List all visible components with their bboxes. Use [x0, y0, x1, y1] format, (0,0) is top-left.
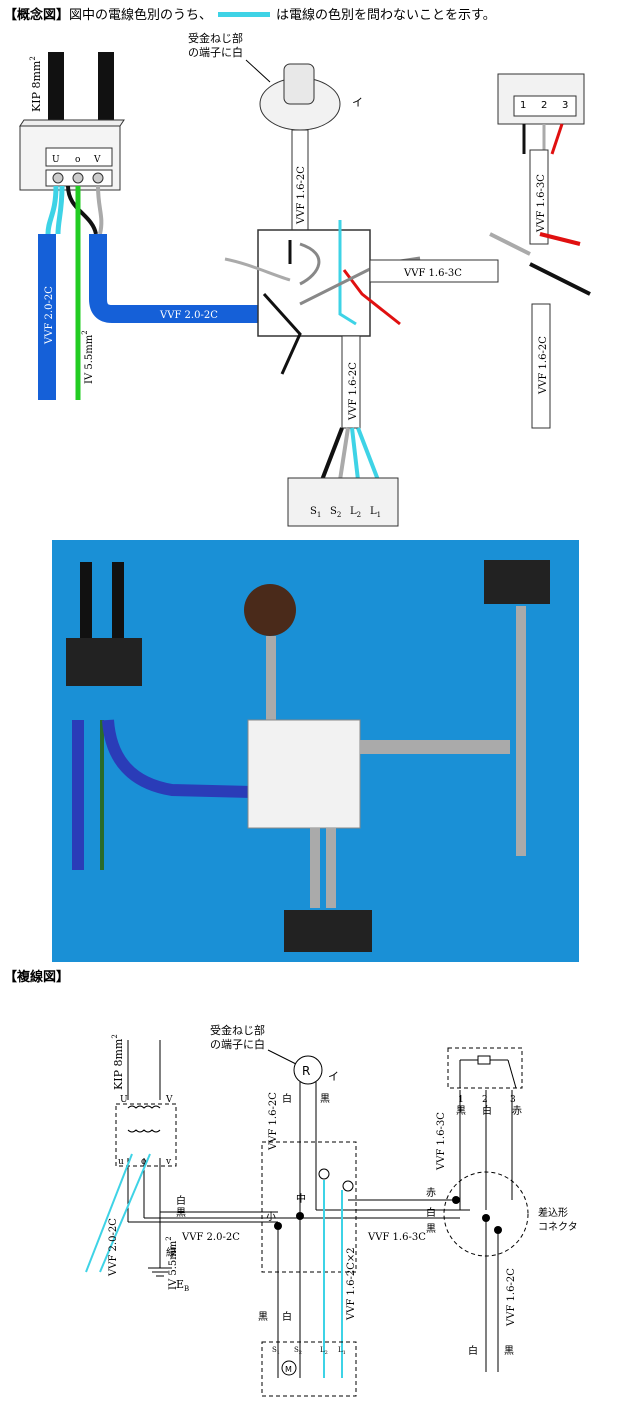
lamp-label: イ	[352, 96, 363, 109]
w-naka: 中	[296, 1192, 306, 1205]
w-transformer-box	[115, 1103, 177, 1167]
vvf16-right-label: VVF 1.6-2C	[538, 336, 549, 395]
w-motor-circle	[281, 1360, 297, 1376]
w-white-4: 白	[482, 1104, 492, 1117]
lamp-note-1: 受金ねじ部	[188, 31, 243, 45]
w-eb-label: EB	[176, 1278, 189, 1293]
w-sho: 小	[266, 1211, 276, 1223]
vvf20-bend-cable	[89, 234, 258, 323]
w-tr-bot-u: u	[118, 1157, 124, 1167]
w-black-1: 黒	[320, 1093, 330, 1105]
w-lamp-circle	[293, 1055, 323, 1085]
w-sw-s1: S1	[272, 1346, 280, 1356]
w-tr-top-v: V	[165, 1095, 173, 1105]
w-white-2: 白	[176, 1194, 186, 1207]
w-vvf16-3c-v: VVF 1.6-3C	[436, 1112, 447, 1171]
sw-term-l2: L2	[350, 506, 361, 519]
w-black-4: 黒	[456, 1105, 466, 1117]
wire-cyan-2	[55, 185, 65, 235]
w-black-6: 黒	[504, 1345, 514, 1357]
w-term-1: 1	[458, 1095, 464, 1105]
outlet-term-1: 1	[520, 100, 526, 111]
assembly-photo	[52, 540, 579, 962]
switch-cable	[341, 335, 361, 429]
outlet-term-3: 3	[562, 100, 568, 111]
w-lamp-note-1: 受金ねじ部	[210, 1023, 265, 1037]
sw-term-s2: S2	[330, 506, 341, 519]
wire-cyan-1	[45, 185, 59, 235]
vvf16-right-cable	[531, 303, 551, 429]
w-cyan-2	[99, 1153, 151, 1273]
w-motor-label: M	[285, 1365, 292, 1374]
w-white-3: 白	[426, 1206, 436, 1219]
vvf20-h-label: VVF 2.0-2C	[159, 310, 218, 321]
iv-label: IV 5.5mm2	[81, 330, 95, 384]
vvf20-vertical-cable	[38, 234, 56, 400]
w-term-2: 2	[482, 1095, 488, 1105]
w-red-1: 赤	[426, 1187, 436, 1199]
concept-heading: 【概念図】図中の電線色別のうち、 は電線の色別を問わないことを示す。	[4, 4, 496, 23]
outlet-term-2: 2	[541, 100, 547, 111]
w-vvf20-h: VVF 2.0-2C	[181, 1232, 240, 1243]
w-lamp-label: イ	[328, 1070, 339, 1083]
w-term-3: 3	[510, 1095, 516, 1105]
w-green-label: 緑	[166, 1246, 176, 1259]
w-lamp-note-2: の端子に白	[210, 1037, 265, 1051]
w-vvf16-x2: VVF 1.6-2C×2	[346, 1247, 357, 1321]
w-vvf16-right: VVF 1.6-2C	[506, 1268, 517, 1327]
w-white-6: 白	[468, 1344, 478, 1357]
kip-label: KIP 8mm2	[29, 56, 43, 112]
w-sw-s2: S2	[294, 1346, 302, 1356]
vvf20-left-label: VVF 2.0-2C	[44, 286, 55, 345]
outlet-cable	[529, 149, 549, 245]
sw-term-l1: L1	[370, 506, 381, 519]
w-outlet-box	[447, 1047, 523, 1089]
junction-box	[257, 229, 371, 337]
w-sw-l2: L2	[320, 1346, 328, 1356]
switch-block: S1 S2 L2 L1	[287, 477, 399, 527]
w-switch-box	[261, 1341, 357, 1397]
w-lamp-symbol: R	[302, 1064, 310, 1078]
tr-term-v: V	[93, 155, 101, 165]
w-tr-top-u: U	[120, 1095, 128, 1105]
wiring-heading-title: 【複線図】	[4, 970, 70, 985]
vvf16-3c-cable	[369, 259, 499, 283]
w-vvf16-top: VVF 1.6-2C	[268, 1092, 279, 1151]
outlet-block: 1 2 3	[497, 73, 585, 125]
w-vvf20-v: VVF 2.0-2C	[108, 1218, 119, 1277]
sw-term-s1: S1	[310, 506, 321, 519]
vvf16-top-label: VVF 1.6-2C	[296, 166, 307, 225]
w-white-5: 白	[282, 1310, 292, 1323]
lamp-note-2: の端子に白	[188, 45, 243, 59]
legend-cyan-line	[218, 12, 271, 17]
w-vvf16-3c-h: VVF 1.6-3C	[367, 1232, 426, 1243]
w-tr-bot-v: v	[165, 1157, 172, 1167]
w-cyan-1	[85, 1153, 133, 1273]
tr-term-o: o	[75, 155, 80, 165]
w-kip-label: KIP 8mm2	[111, 1034, 125, 1090]
w-connector-1: 差込形	[538, 1206, 568, 1219]
legend-note-b: は電線の色別を問わないことを示す。	[276, 8, 496, 23]
wiring-diagram: KIP 8mm2 U V u o v VVF 2.0-2C IV 5.5mm2 …	[85, 1023, 578, 1397]
legend-note-a: 図中の電線色別のうち、	[69, 8, 213, 23]
wire-black-1	[66, 185, 98, 235]
vvf16-3c-v-label: VVF 1.6-3C	[536, 174, 547, 233]
w-white-1: 白	[282, 1092, 292, 1105]
vvf16-3c-label: VVF 1.6-3C	[403, 268, 462, 279]
tr-term-u: U	[52, 155, 60, 165]
wiring-heading: 【複線図】	[4, 966, 69, 985]
w-connector-2: コネクタ	[538, 1221, 578, 1233]
w-black-2: 黒	[176, 1207, 186, 1219]
terminal-block-transformer: U o V	[19, 119, 125, 191]
w-sw-l1: L1	[338, 1346, 346, 1356]
w-black-3: 黒	[426, 1223, 436, 1235]
w-black-5: 黒	[258, 1311, 268, 1323]
concept-diagram: KIP 8mm2 U o V VVF 2.0-2C IV 5.5mm2 VVF …	[19, 31, 591, 527]
w-iv-label: IV 5.5mm2	[165, 1236, 179, 1290]
wire-gray-1	[96, 185, 104, 235]
w-red-2: 赤	[512, 1105, 522, 1117]
concept-heading-title: 【概念図】	[4, 8, 70, 23]
vvf16-bottom-label: VVF 1.6-2C	[348, 362, 359, 421]
